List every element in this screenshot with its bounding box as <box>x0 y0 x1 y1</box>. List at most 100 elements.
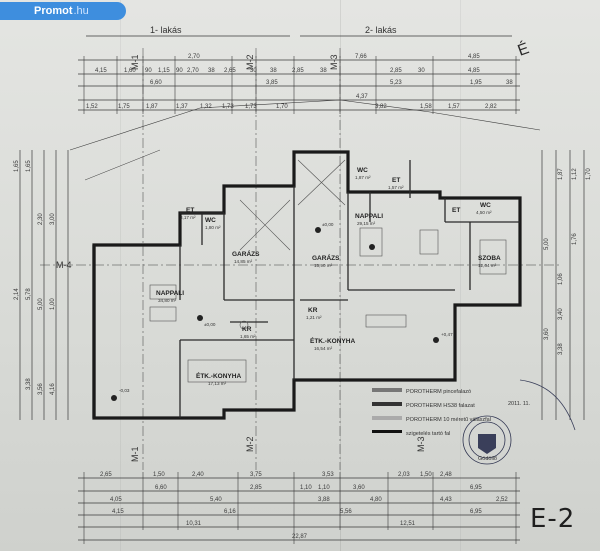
dim-text: 38 <box>270 68 277 74</box>
dim-text: 1,70 <box>586 168 592 180</box>
axis-m3-bottom: M-3 <box>416 437 426 453</box>
dim-text: 1,12 <box>572 168 578 180</box>
left-dimensions: 1,65 1,65 2,30 3,00 2,14 5,78 5,00 1,00 … <box>14 160 56 395</box>
axis-m3-top: M-3 <box>329 55 339 71</box>
dim-text: 2,52 <box>496 497 508 503</box>
dim-text: 5,78 <box>26 288 32 300</box>
room-wc3-name: WC <box>480 202 491 209</box>
dim-text: 3,60 <box>353 485 365 491</box>
dim-text: 38 <box>320 68 327 74</box>
level-plus: +0,47 <box>441 332 453 337</box>
room-wc2-name: WC <box>357 167 368 174</box>
room-kr2-name: KR <box>308 307 318 314</box>
room-wc1-area: 1,80 m² <box>205 225 221 230</box>
dim-text: 2,48 <box>440 472 452 478</box>
legend-item-3: POROTHERM 10 méretű válaszfal <box>406 417 491 423</box>
dim-text: 6,16 <box>224 509 236 515</box>
dim-text: 5,00 <box>544 238 550 250</box>
paper-crease <box>120 0 121 551</box>
dim-text: 1,10 <box>300 485 312 491</box>
room-et1-area: 3,17 m² <box>180 215 196 220</box>
room-living2-name: NAPPALI <box>355 213 383 220</box>
dim-text: 12,51 <box>400 521 416 527</box>
dim-text: 1,06 <box>558 273 564 285</box>
dim-text: 38 <box>208 68 215 74</box>
top-dimension-row2: 4,15 1,60 90 1,15 90 2,70 38 2,65 30 38 … <box>95 68 480 74</box>
top-dimension-row3: 6,60 3,85 5,23 1,95 38 <box>150 80 513 86</box>
room-dining2-area: 16,54 m² <box>314 346 333 351</box>
dim-text: 3,38 <box>26 378 32 390</box>
dim-text: 1,58 <box>420 104 432 110</box>
dim-text: 4,37 <box>356 94 368 100</box>
room-garage2-area: 15,90 m² <box>314 263 333 268</box>
room-garage1-area: 14,85 m² <box>234 259 253 264</box>
dim-text: 4,85 <box>468 54 480 60</box>
room-et2-area: 1,57 m² <box>388 185 404 190</box>
bottom-dimension-row5: 10,31 12,51 <box>186 521 416 527</box>
room-garage2-name: GARÁZS <box>312 253 340 262</box>
level-zero-garage2: ±0,00 <box>322 222 334 227</box>
dim-text: 2,65 <box>224 68 236 74</box>
dim-text: 4,15 <box>95 68 107 74</box>
room-kr1-area: 1,65 m² <box>240 334 256 339</box>
dim-text: 38 <box>506 80 513 86</box>
room-et1-name: ET <box>186 207 194 214</box>
dim-text: 1,60 <box>124 68 136 74</box>
dim-text: 5,40 <box>210 497 222 503</box>
site-badge[interactable]: Promot.hu <box>0 2 126 20</box>
room-dining1-area: 17,13 m² <box>208 381 227 386</box>
dim-text: 4,15 <box>112 509 124 515</box>
dim-text: 1,87 <box>146 104 158 110</box>
dim-text: 30 <box>250 68 257 74</box>
dim-text: 3,82 <box>375 104 387 110</box>
sheet-number: E-2 <box>530 504 576 534</box>
dim-text: 1,10 <box>318 485 330 491</box>
room-wc1-name: WC <box>205 217 216 224</box>
dim-text: 2,03 <box>398 472 410 478</box>
dim-text: 1,15 <box>158 68 170 74</box>
dim-text: 3,75 <box>250 472 262 478</box>
room-kr2-area: 1,21 m² <box>306 315 322 320</box>
dim-text: 3,85 <box>266 80 278 86</box>
room-garage1-name: GARÁZS <box>232 249 260 258</box>
dim-text: 6,60 <box>155 485 167 491</box>
room-wc3-area: 4,50 m² <box>476 210 492 215</box>
dim-text: 5,56 <box>340 509 352 515</box>
legend-item-2: POROTHERM HS38 falazat <box>406 403 475 409</box>
badge-tld: .hu <box>73 5 89 17</box>
room-living1-area: 34,80 m² <box>158 298 177 303</box>
dim-text: 1,95 <box>470 80 482 86</box>
dim-text: 6,95 <box>470 509 482 515</box>
axis-m2-bottom: M-2 <box>245 437 255 453</box>
dim-text: 1,65 <box>26 160 32 172</box>
bottom-dimension-row3: 4,05 5,40 3,88 4,80 4,43 2,52 <box>110 497 508 503</box>
top-dimension-row4: 1,52 1,75 1,87 1,37 1,32 1,73 1,73 1,70 … <box>86 94 497 110</box>
unit2-label: 2- lakás <box>365 25 397 35</box>
axis-m1-top: M-1 <box>130 55 140 71</box>
dim-text: 22,87 <box>292 534 308 540</box>
right-dimensions: 1,87 1,12 1,70 5,00 1,76 3,60 1,06 3,40 … <box>544 168 592 355</box>
dim-text: 90 <box>145 68 152 74</box>
dim-text: 5,00 <box>38 298 44 310</box>
dim-text: 1,65 <box>14 160 20 172</box>
stamp-text: Gödöllő <box>478 456 497 462</box>
dim-text: 1,32 <box>200 104 212 110</box>
room-living1-name: NAPPALI <box>156 290 184 297</box>
dim-text: 1,73 <box>245 104 257 110</box>
dim-text: 3,38 <box>558 343 564 355</box>
dim-text: 2,82 <box>485 104 497 110</box>
dim-text: 3,56 <box>38 383 44 395</box>
bottom-dimension-row6: 22,87 <box>292 534 308 540</box>
dim-text: 1,87 <box>558 168 564 180</box>
dim-text: 4,05 <box>110 497 122 503</box>
dim-text: 1,76 <box>572 233 578 245</box>
axis-m2-top: M-2 <box>245 55 255 71</box>
dim-text: 2,85 <box>390 68 402 74</box>
dim-text: 1,50 <box>153 472 165 478</box>
dim-text: 2,85 <box>292 68 304 74</box>
dim-text: 3,40 <box>558 308 564 320</box>
top-dimension-row1: 2,70 7,66 4,85 <box>188 54 480 60</box>
axis-m4: M-4 <box>56 260 72 270</box>
